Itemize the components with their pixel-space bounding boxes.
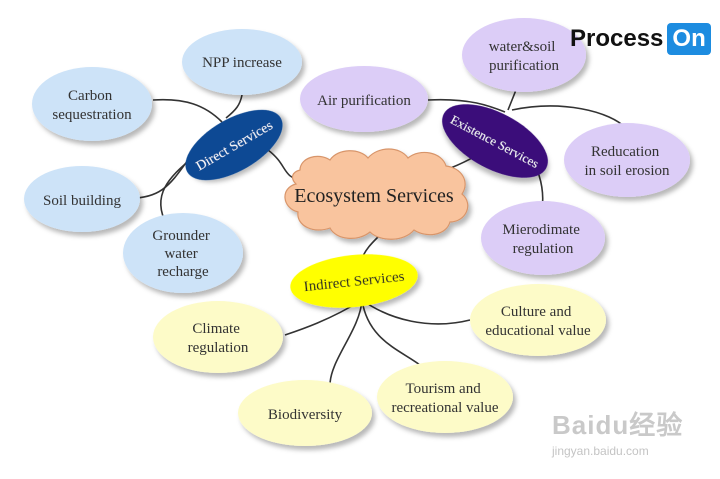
watermark-main: Baidu经验: [552, 410, 684, 440]
reduction-soil-erosion-label: Reducation in soil erosion: [585, 144, 670, 179]
center-cloud: [284, 148, 469, 240]
node-npp-increase: [182, 29, 302, 95]
node-groundwater-recharge: [123, 213, 243, 293]
node-water-soil-purification: [462, 18, 586, 92]
baidu-watermark: Baidu经验 jingyan.baidu.com: [552, 405, 702, 458]
biodiversity-label: Biodiversity: [268, 407, 343, 423]
node-culture-education: [470, 284, 606, 356]
climate-regulation-label: Climate regulation: [188, 321, 249, 356]
node-air-purification: [300, 66, 428, 132]
soil-building-label: Soil building: [43, 193, 121, 209]
node-soil-building: [24, 166, 140, 232]
processon-logo: Process On: [570, 22, 711, 56]
node-microclimate-regulation: [481, 201, 605, 275]
node-reduction-soil-erosion: [564, 123, 690, 197]
node-carbon-sequestration: [32, 67, 152, 141]
logo-text: Process: [570, 25, 664, 52]
logo-badge: On: [667, 23, 711, 55]
culture-education-label: Culture and educational value: [485, 304, 591, 339]
npp-increase-label: NPP increase: [202, 55, 282, 71]
node-climate-regulation: [153, 301, 283, 373]
tourism-recreation-label: Tourism and recreational value: [391, 381, 498, 416]
node-tourism-recreation: [377, 361, 513, 433]
watermark-url: jingyan.baidu.com: [552, 444, 649, 458]
node-biodiversity: [238, 380, 372, 446]
groundwater-recharge-label: Grounder water recharge: [152, 228, 213, 280]
microclimate-regulation-label: Mierodimate regulation: [502, 222, 583, 257]
air-purification-label: Air purification: [317, 93, 411, 109]
branch-existence-services: Existence Services: [442, 104, 548, 178]
branch-indirect-services: Indirect Services: [290, 254, 418, 308]
carbon-sequestration-label: Carbon sequestration: [52, 88, 132, 123]
water-soil-purification-label: water&soil purification: [489, 39, 560, 74]
center-label: Ecosystem Services: [294, 185, 454, 207]
